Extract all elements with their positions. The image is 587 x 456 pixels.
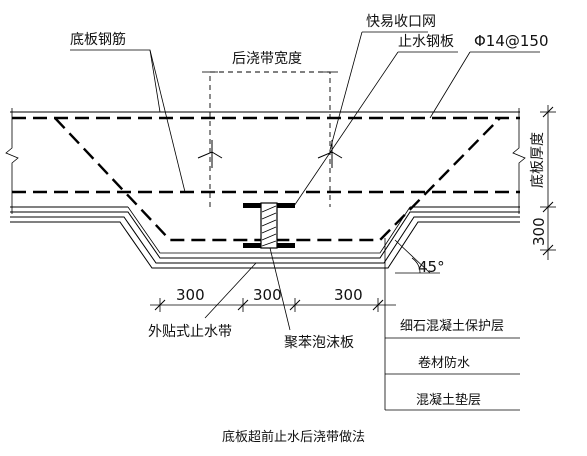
label-external-waterstop: 外贴式止水带 xyxy=(148,324,232,340)
pour-width-box xyxy=(197,71,343,207)
label-steel-plate: 止水钢板 xyxy=(398,34,454,50)
label-layer-cushion: 混凝土垫层 xyxy=(416,392,481,408)
angle-ray xyxy=(394,239,431,274)
leader-plate xyxy=(293,51,399,207)
trough-inner-line xyxy=(127,206,411,254)
layer-line-2 xyxy=(10,216,520,264)
label-dim-300-a: 300 xyxy=(176,286,205,304)
label-rebar-spec: Φ14@150 xyxy=(474,32,549,50)
bottom-dimensions xyxy=(150,298,396,312)
foam-hatch xyxy=(261,205,277,247)
leader-lines xyxy=(70,31,540,411)
label-pour-width: 后浇带宽度 xyxy=(232,50,302,67)
waterproof-layers xyxy=(10,206,520,269)
right-dimensions xyxy=(540,105,556,260)
label-dim-300-b: 300 xyxy=(253,286,282,304)
rebars xyxy=(12,116,520,242)
label-layer-membrane: 卷材防水 xyxy=(418,355,470,371)
leader-rebar-spec xyxy=(429,51,471,119)
angle-arc xyxy=(411,257,421,274)
label-angle: 45° xyxy=(418,258,445,276)
leader-mesh xyxy=(329,31,363,151)
layer-line-3 xyxy=(10,221,520,269)
pour-width-outline xyxy=(209,71,331,207)
steel-waterstop-plate xyxy=(243,202,295,249)
label-mesh: 快易收口网 xyxy=(366,14,436,30)
label-layer-protect: 细石混凝土保护层 xyxy=(400,318,504,334)
label-slab-rebar: 底板钢筋 xyxy=(70,31,126,48)
label-dim-300-c: 300 xyxy=(334,286,363,304)
label-foam-board: 聚苯泡沫板 xyxy=(284,334,354,351)
leader-external-waterstop xyxy=(204,262,257,319)
drawing-caption: 底板超前止水后浇带做法 xyxy=(221,430,365,445)
leader-foam xyxy=(269,247,291,331)
layer-line-1 xyxy=(10,211,520,259)
angle-indicator xyxy=(394,239,440,274)
label-slab-thickness: 底板厚度 xyxy=(530,132,546,188)
break-mark-left xyxy=(5,108,19,214)
trough-rebar xyxy=(54,117,501,242)
break-mark-right xyxy=(512,108,526,214)
leader-slab-rebar-2 xyxy=(149,49,186,193)
label-dim-300-right: 300 xyxy=(530,217,548,246)
leader-slab-rebar xyxy=(70,49,161,113)
slab-outline xyxy=(5,108,526,214)
